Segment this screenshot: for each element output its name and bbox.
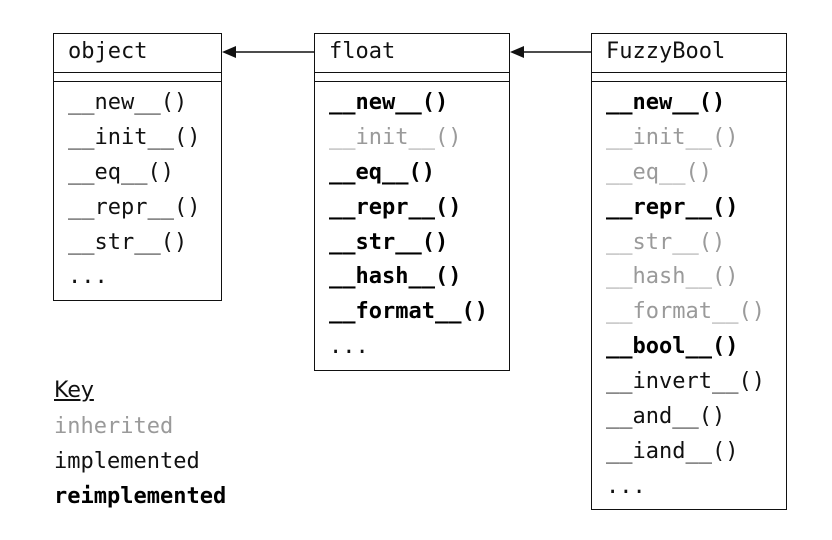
- method-item: __and__(): [606, 404, 726, 430]
- legend-inherited: inherited: [54, 414, 174, 439]
- class-divider: [54, 72, 221, 82]
- class-box-float: float __new__() __init__() __eq__() __repr_…: [314, 33, 510, 371]
- method-item: __repr__(): [68, 194, 201, 220]
- method-item: __repr__(): [329, 194, 462, 220]
- method-item: __new__(): [329, 90, 449, 115]
- method-item: __format__(): [329, 299, 488, 325]
- class-title-fuzzybool: FuzzyBool: [606, 39, 726, 64]
- method-item: __repr__(): [606, 194, 739, 220]
- method-item: __hash__(): [329, 264, 462, 290]
- method-item: __str__(): [606, 229, 726, 255]
- method-item: __bool__(): [606, 334, 739, 360]
- method-item: ...: [68, 264, 108, 290]
- arrowhead-float: [510, 46, 524, 58]
- class-divider: [315, 72, 509, 82]
- method-item: __new__(): [606, 90, 726, 115]
- method-item: __init__(): [68, 124, 201, 150]
- method-item: __format__(): [606, 299, 765, 325]
- legend-title: Key: [54, 378, 94, 403]
- method-list-fuzzybool: __new__() __init__() __eq__() __repr__() __s…: [592, 82, 786, 505]
- arrowhead-object: [222, 46, 236, 58]
- method-item: __str__(): [329, 229, 449, 255]
- method-item: __invert__(): [606, 369, 765, 395]
- class-title-float: float: [329, 39, 396, 64]
- method-item: __str__(): [68, 229, 188, 255]
- method-item: __iand__(): [606, 438, 739, 464]
- method-item: ...: [329, 334, 369, 360]
- method-item: __hash__(): [606, 264, 739, 290]
- class-box-fuzzybool: FuzzyBool __new__() __init__() __eq__() __r…: [591, 33, 787, 510]
- method-item: __init__(): [329, 124, 462, 150]
- method-list-object: __new__() __init__() __eq__() __repr__() __s…: [54, 82, 221, 295]
- class-divider: [592, 72, 786, 82]
- method-item: __eq__(): [68, 159, 174, 185]
- legend-reimplemented: reimplemented: [54, 484, 227, 509]
- method-item: __eq__(): [329, 159, 435, 185]
- class-title-object: object: [68, 39, 148, 64]
- class-box-object: object __new__() __init__() __eq__() __repr…: [53, 33, 222, 301]
- legend-implemented: implemented: [54, 449, 200, 474]
- method-item: ...: [606, 473, 646, 499]
- method-list-float: __new__() __init__() __eq__() __repr__() __s…: [315, 82, 509, 365]
- method-item: __new__(): [68, 90, 188, 115]
- method-item: __init__(): [606, 124, 739, 150]
- method-item: __eq__(): [606, 159, 712, 185]
- legend-key: Key inherited implemented reimplemented: [54, 373, 226, 514]
